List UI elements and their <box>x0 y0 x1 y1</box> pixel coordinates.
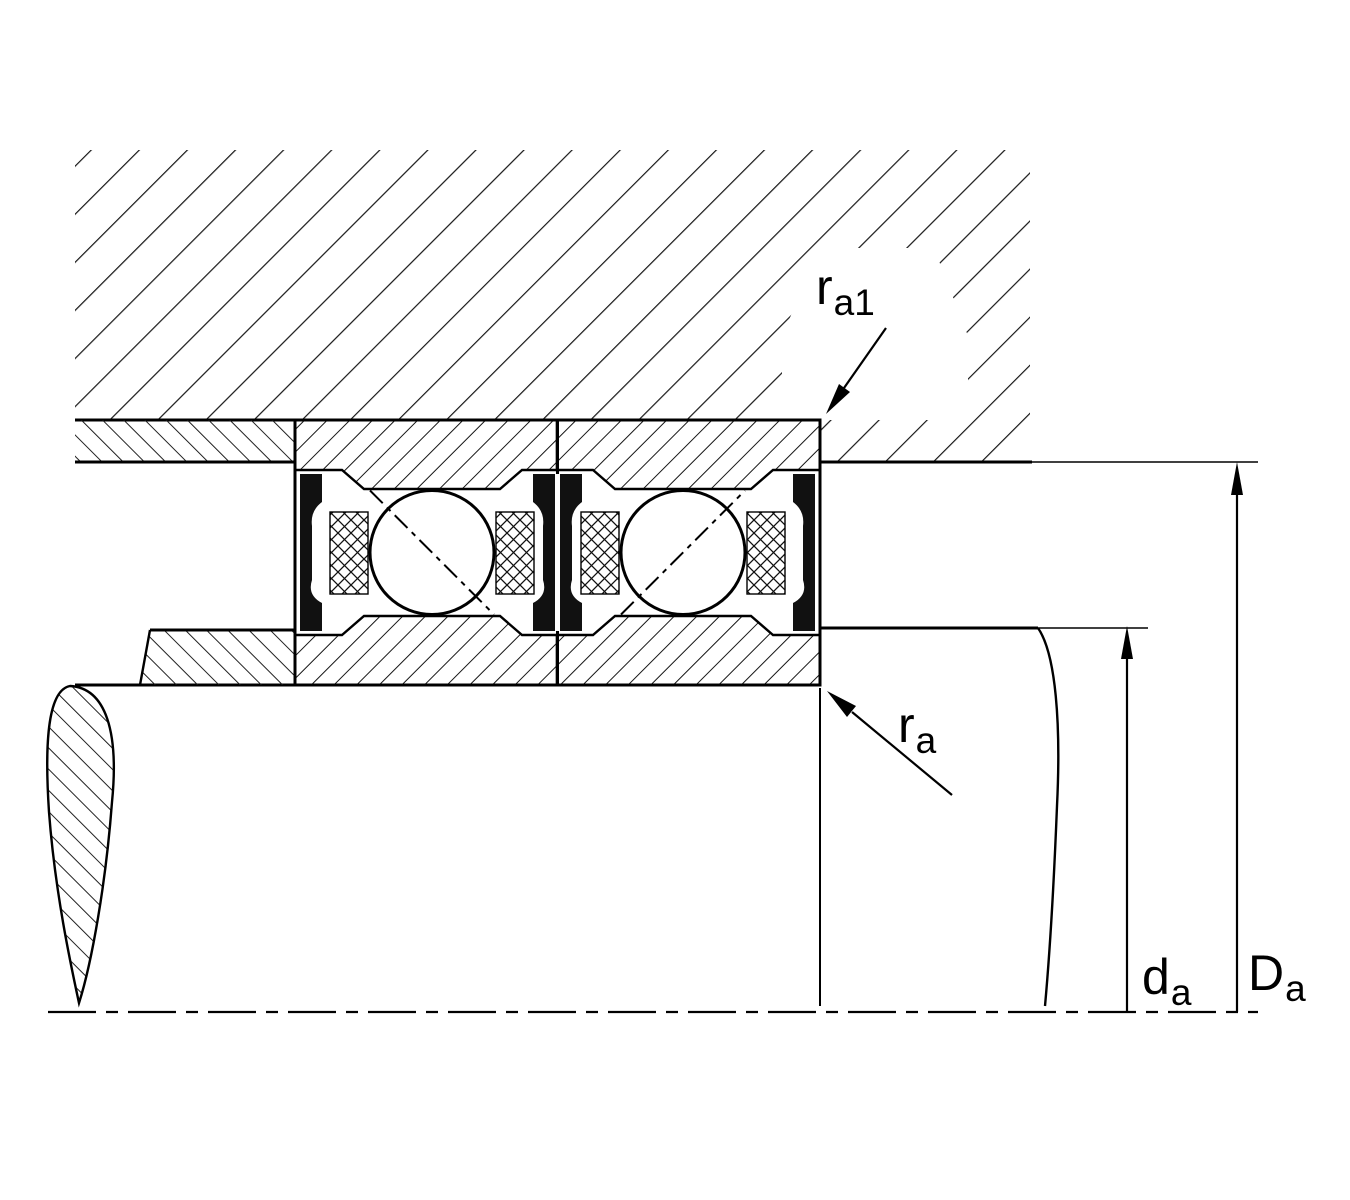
label-da: da <box>1142 949 1191 1011</box>
leader-ra-arrowhead <box>827 691 856 717</box>
dimension-da-arrowhead <box>1121 626 1133 659</box>
shaft-shoulder-profile <box>1037 627 1060 1007</box>
label-clearance-pocket <box>782 248 968 420</box>
label-Da-sub: a <box>1285 968 1306 1009</box>
leader-ra-line <box>851 711 953 796</box>
dimension-lines <box>48 327 1258 1014</box>
label-da-base: d <box>1142 949 1170 1005</box>
cage-left-inner <box>495 511 535 595</box>
seal-middle-left <box>533 474 555 631</box>
bearing-assembly <box>293 418 822 687</box>
dimension-Da-arrowhead <box>1231 462 1243 495</box>
label-Da-base: D <box>1248 945 1285 1001</box>
cage-right-outer <box>746 511 786 595</box>
label-ra: ra <box>898 697 936 759</box>
label-ra1: ra1 <box>816 259 875 321</box>
seal-middle-right <box>560 474 582 631</box>
housing-section <box>75 150 1032 464</box>
contact-line-right <box>620 489 746 616</box>
cage-right-inner <box>580 511 620 595</box>
label-da-sub: a <box>1170 972 1192 1013</box>
contact-line-left <box>369 489 495 616</box>
leader-ra1-arrowhead <box>826 384 850 414</box>
label-ra-base: r <box>898 697 915 753</box>
label-ra-sub: a <box>915 720 937 761</box>
leader-ra1-line <box>843 327 887 389</box>
housing-end-cover-section <box>75 420 295 464</box>
seal-right-face <box>793 474 815 631</box>
label-Da: Da <box>1248 945 1306 1007</box>
label-ra1-base: r <box>816 259 833 315</box>
seal-left-face <box>300 474 322 631</box>
label-ra1-sub: a1 <box>833 282 875 323</box>
cage-left-outer <box>329 511 369 595</box>
shaft-break-section <box>46 684 115 1008</box>
shaft-spacer-section <box>138 628 295 686</box>
